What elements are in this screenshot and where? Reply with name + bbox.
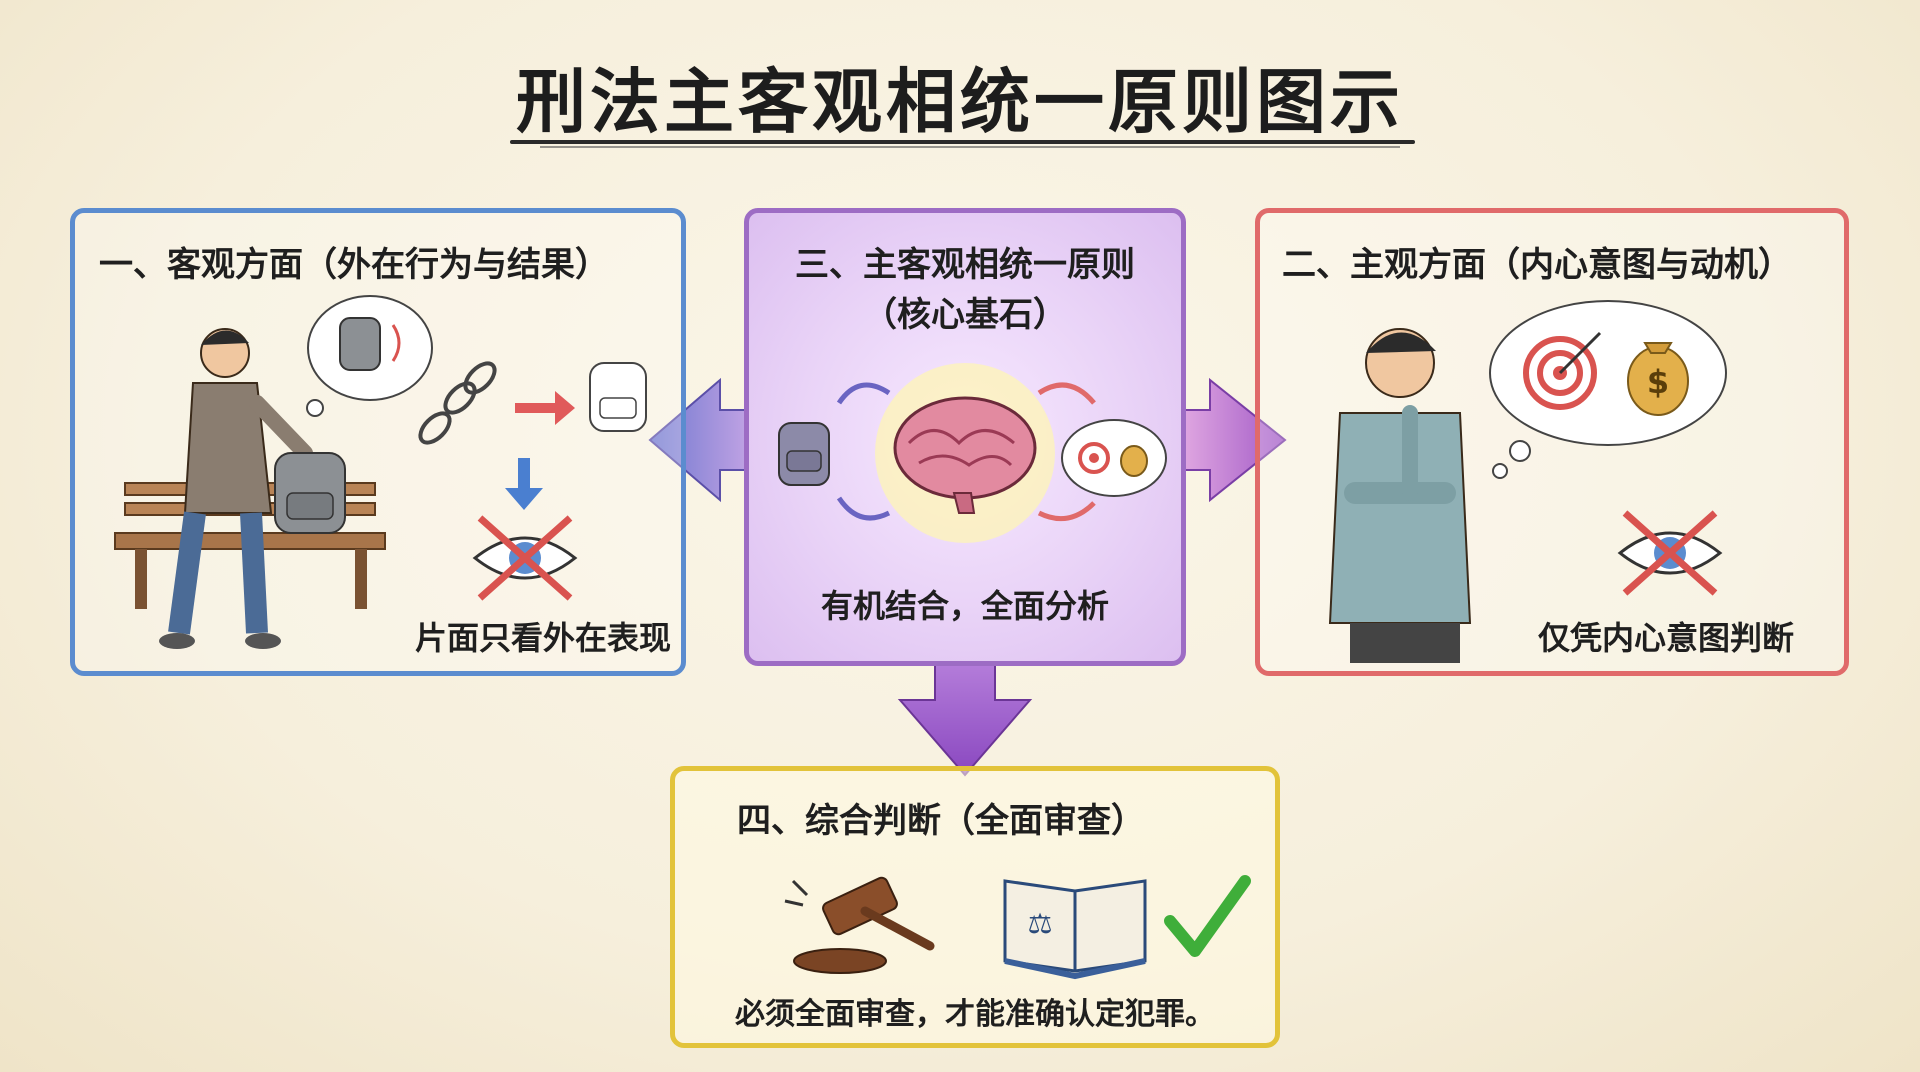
backpack-icon (274, 452, 346, 534)
page-title: 刑法主客观相统一原则图示 (516, 61, 1404, 143)
man-reaching-icon (159, 328, 313, 649)
crossed-eye-icon-2 (1617, 510, 1723, 596)
thought-bubble-icon (306, 295, 433, 417)
target-money-bubble-icon (1061, 419, 1167, 497)
judgment-panel-title: 四、综合判断（全面审查） (737, 801, 1145, 841)
subjective-illustration: $ (1328, 300, 1727, 663)
judgment-illustration: ⚖ (784, 875, 1251, 980)
title-underline-2 (540, 146, 1400, 148)
brain-icon (893, 396, 1037, 514)
curve-arrow-topright-icon (1037, 382, 1096, 405)
money-bag-icon: $ (1627, 342, 1689, 416)
broken-chain-icon (418, 361, 497, 445)
objective-illustration (114, 295, 647, 649)
judgment-caption: 必须全面审查，才能准确认定犯罪。 (735, 997, 1215, 1032)
empty-backpack-icon (589, 362, 647, 432)
blue-down-arrow-icon (505, 458, 543, 510)
objective-panel-title: 一、客观方面（外在行为与结果） (99, 245, 609, 285)
target-icon (1523, 331, 1602, 410)
red-arrow-icon (515, 391, 575, 425)
objective-caption: 片面只看外在表现 (415, 619, 672, 657)
law-book-icon: ⚖ (1003, 879, 1147, 980)
svg-text:⚖: ⚖ (1027, 907, 1052, 940)
unity-panel-title: 三、主客观相统一原则 (795, 245, 1135, 285)
unity-panel: 三、主客观相统一原则 （核心基石） 有机结合，全面分析 (744, 208, 1186, 666)
curve-arrow-bottomleft-icon (836, 496, 891, 521)
curve-arrow-topleft-icon (836, 382, 891, 405)
objective-panel: 一、客观方面（外在行为与结果） (70, 208, 686, 676)
title-underline (510, 140, 1415, 144)
gavel-icon (784, 876, 935, 974)
arrow-down-icon (897, 649, 1033, 777)
crossed-eye-icon (472, 515, 578, 601)
subjective-caption: 仅凭内心意图判断 (1538, 619, 1795, 657)
thought-bubble-large-icon (1489, 300, 1727, 479)
unity-illustration (778, 363, 1167, 543)
subjective-panel-title: 二、主观方面（内心意图与动机） (1282, 245, 1792, 285)
curve-arrow-bottomright-icon (1037, 501, 1096, 522)
backpack-small-icon (778, 422, 830, 486)
subjective-panel: 二、主观方面（内心意图与动机） $ (1255, 208, 1849, 676)
unity-caption: 有机结合，全面分析 (820, 587, 1109, 625)
unity-panel-subtitle: （核心基石） (863, 295, 1067, 335)
judgment-panel: 四、综合判断（全面审查） ⚖ 必须全面审查，才能准确认定犯罪。 (670, 766, 1280, 1048)
thinking-man-icon (1328, 328, 1472, 663)
svg-text:$: $ (1647, 363, 1669, 401)
checkmark-icon (1164, 875, 1251, 957)
